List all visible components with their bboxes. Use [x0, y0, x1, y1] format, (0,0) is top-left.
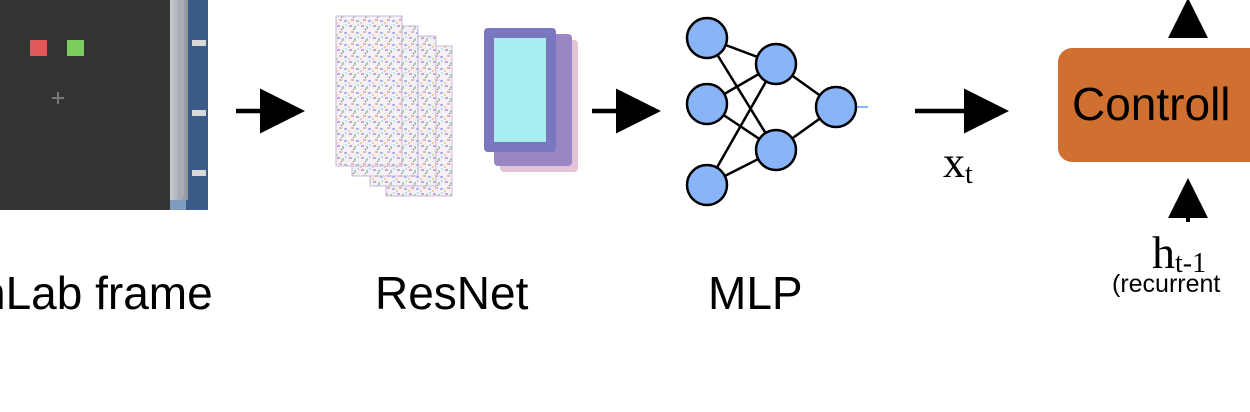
controller-box: Controll [1058, 48, 1250, 162]
mlp-node [814, 85, 858, 129]
dmlab-frame-image [0, 0, 208, 210]
mlp-node [754, 128, 798, 172]
mlp-node [685, 82, 729, 126]
green-marker [67, 40, 84, 56]
mlp-node [754, 42, 798, 86]
resnet-feature-maps [335, 15, 578, 197]
stage-label-mlp: MLP [708, 267, 803, 319]
mlp-edge [705, 37, 778, 151]
input-symbol: xt [943, 138, 973, 190]
mlp-node [685, 163, 729, 207]
mlp-edge [705, 63, 778, 186]
mlp-node [685, 16, 729, 60]
controller-label: Controll [1072, 78, 1231, 130]
hidden-note: (recurrent [1112, 270, 1220, 298]
stage-label-frame: nLab frame [0, 267, 213, 319]
stage-label-resnet: ResNet [375, 267, 529, 319]
red-marker [30, 40, 47, 56]
hidden-symbol: ht-1 [1152, 227, 1206, 279]
mlp-network [685, 16, 868, 207]
